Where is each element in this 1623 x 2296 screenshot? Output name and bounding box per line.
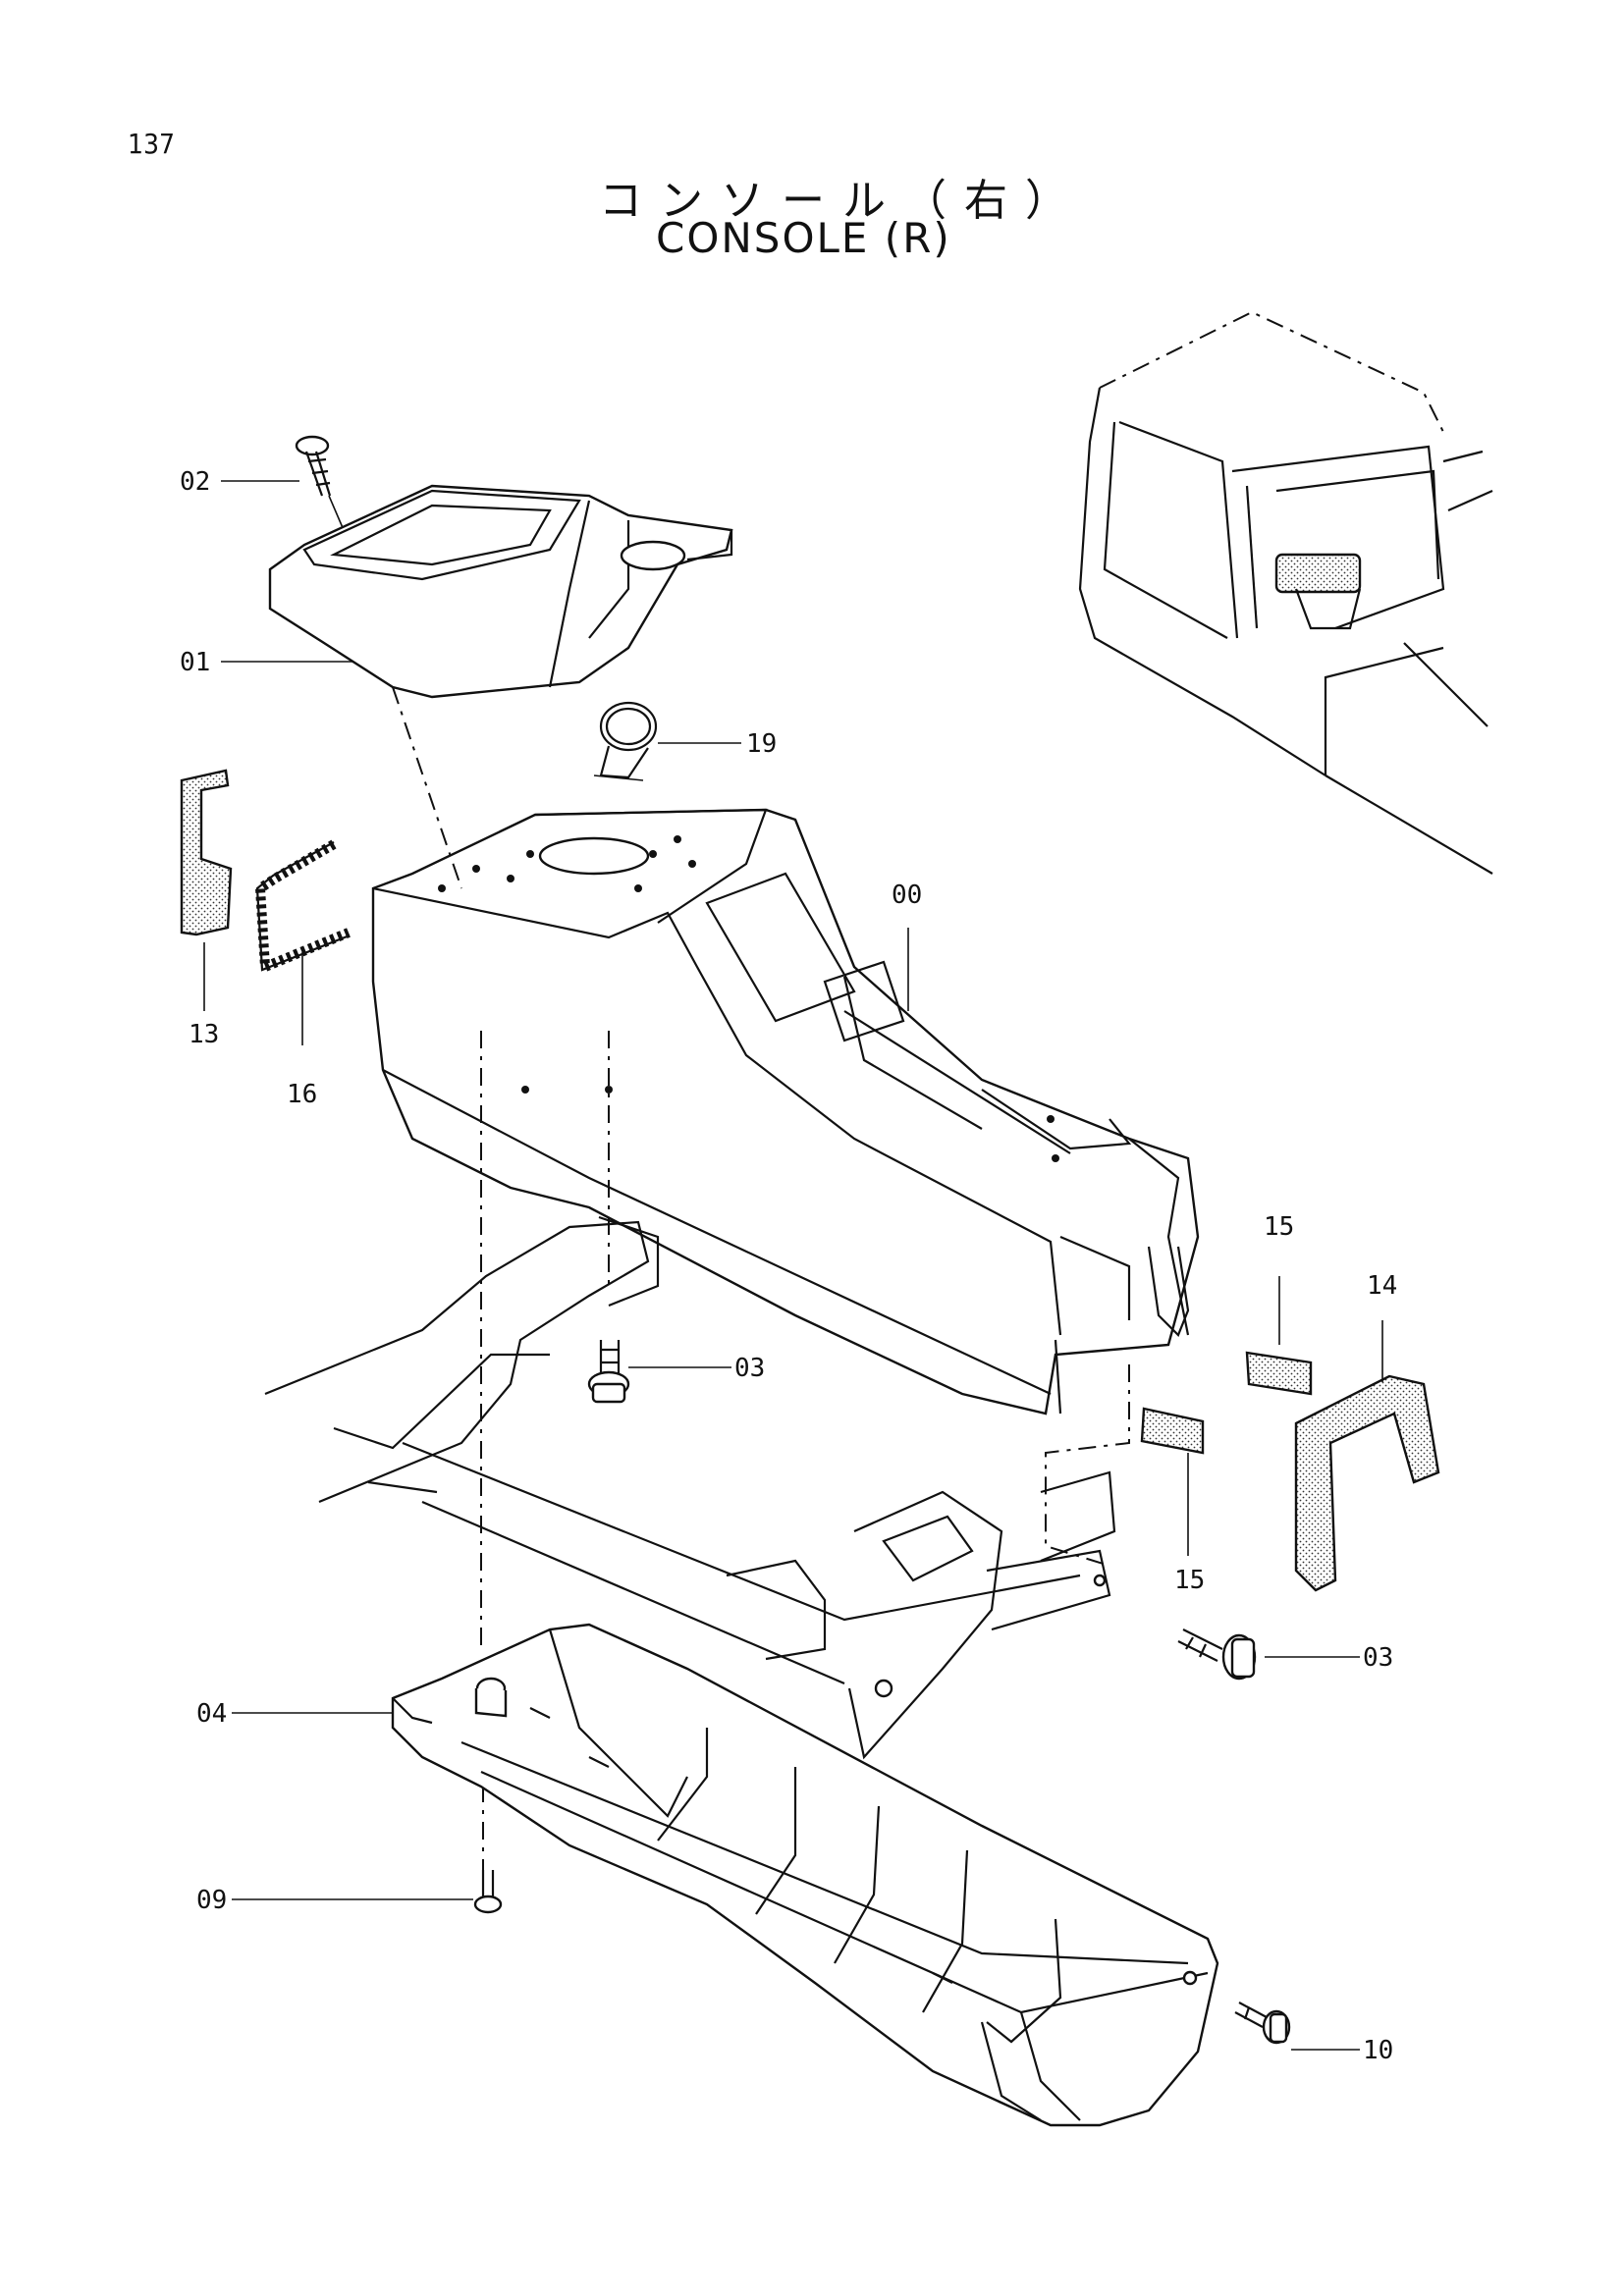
callout-03-upper: 03 — [734, 1354, 765, 1383]
cab-location-inset — [1078, 310, 1493, 875]
callout-14: 14 — [1367, 1271, 1397, 1301]
page-number: 137 — [128, 128, 176, 160]
callout-09: 09 — [196, 1886, 227, 1915]
title-japanese: コンソール（右） — [599, 176, 1086, 226]
callout-03-lower: 03 — [1363, 1643, 1393, 1673]
callout-00: 00 — [892, 881, 922, 910]
callout-04: 04 — [196, 1699, 227, 1729]
console-support-frame — [264, 1215, 1116, 1760]
alignment-lines — [392, 686, 1130, 1870]
part-04-under-cover — [391, 1623, 1219, 2127]
part-19-band-clamp — [593, 701, 658, 781]
part-10-bolt — [1234, 2002, 1291, 2045]
part-16-seal-strip — [254, 839, 351, 975]
callout-leaders — [203, 480, 1383, 2051]
part-03-bolt-lower — [1177, 1629, 1257, 1681]
title-english: CONSOLE (R) — [656, 214, 951, 262]
callout-10: 10 — [1363, 2036, 1393, 2065]
callout-15-lower: 15 — [1174, 1566, 1205, 1595]
part-15-pad-lower — [1140, 1407, 1205, 1455]
part-01-upper-cover — [268, 484, 733, 699]
callout-02: 02 — [180, 467, 210, 497]
part-03-bolt-upper — [587, 1340, 630, 1404]
part-00-console-body — [371, 808, 1200, 1415]
callout-01: 01 — [180, 648, 210, 677]
callout-19: 19 — [746, 729, 777, 759]
callout-labels: 02 01 19 00 13 16 03 15 14 15 03 04 09 1… — [180, 467, 1397, 2065]
callout-13: 13 — [189, 1020, 219, 1049]
part-09-screw — [473, 1870, 503, 1914]
part-13-side-pad — [180, 769, 233, 936]
part-02-screw — [295, 435, 345, 531]
callout-15-upper: 15 — [1264, 1212, 1294, 1242]
part-15-pad-upper — [1245, 1351, 1313, 1396]
callout-16: 16 — [287, 1080, 317, 1109]
part-14-u-pad — [1294, 1374, 1440, 1592]
